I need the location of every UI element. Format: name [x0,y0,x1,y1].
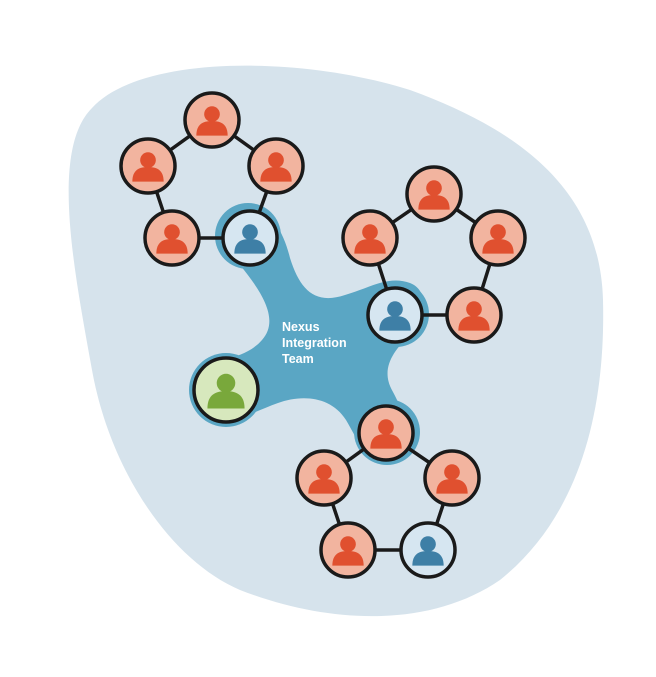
team-right-member-0 [405,165,463,223]
hub-label-line-2: Integration [282,336,347,350]
team-right-lead-3 [366,286,424,344]
hub-label-line-1: Nexus [282,320,320,334]
team-right-member-1 [341,209,399,267]
team-right-member-4 [445,286,503,344]
integrator-node [192,356,260,424]
team-top-left-member-0 [183,91,241,149]
team-top-left-member-2 [247,137,305,195]
team-top-left-member-1 [119,137,177,195]
team-right-member-2 [469,209,527,267]
team-bottom-member-3 [319,521,377,579]
hub-label: Nexus Integration Team [282,320,350,366]
hub-label-line-3: Team [282,352,314,366]
team-bottom-member-0 [357,404,415,462]
team-bottom-member-2 [423,449,481,507]
team-bottom-member-1 [295,449,353,507]
team-bottom-lead-4 [399,521,457,579]
team-members [119,91,527,579]
team-top-left-member-3 [143,209,201,267]
team-top-left-lead-4 [221,209,279,267]
